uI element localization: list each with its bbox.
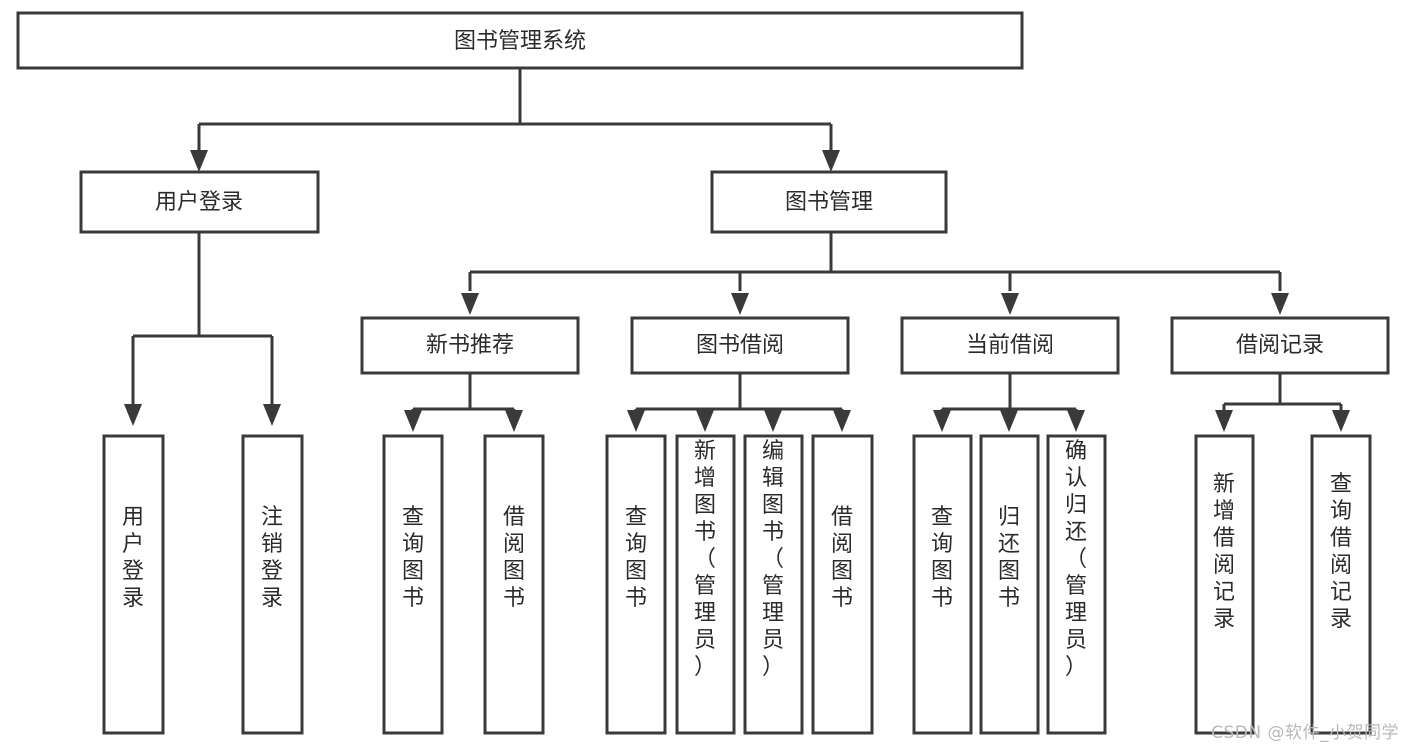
node-leaf-add-book-label: 新增图书（管理员） bbox=[694, 439, 716, 680]
node-book-manage-label: 图书管理 bbox=[785, 190, 873, 215]
node-leaf-borrow-book-1-label: 借阅图书 bbox=[503, 505, 525, 611]
node-borrow-record-label: 借阅记录 bbox=[1236, 333, 1324, 358]
node-leaf-edit-book[interactable]: 编辑图书（管理员） bbox=[743, 434, 804, 735]
edges-root-to-level2 bbox=[190, 68, 840, 172]
node-root[interactable]: 图书管理系统 bbox=[16, 11, 1024, 70]
node-root-label: 图书管理系统 bbox=[454, 29, 586, 54]
node-leaf-query-book-1-label: 查询图书 bbox=[402, 505, 424, 611]
node-leaf-add-book[interactable]: 新增图书（管理员） bbox=[675, 434, 736, 735]
node-leaf-edit-book-label: 编辑图书（管理员） bbox=[762, 439, 784, 680]
node-leaf-query-book-3-label: 查询图书 bbox=[931, 505, 953, 611]
edges-newbook-to-leaves bbox=[404, 373, 523, 432]
node-leaf-query-book-2-label: 查询图书 bbox=[625, 505, 647, 611]
node-leaf-add-record-label: 新增借阅记录 bbox=[1213, 472, 1235, 632]
node-borrow-record[interactable]: 借阅记录 bbox=[1170, 316, 1390, 375]
node-leaf-borrow-book-2[interactable]: 借阅图书 bbox=[811, 434, 874, 735]
node-leaf-user-login-label: 用户登录 bbox=[122, 505, 144, 611]
edges-borrowrecord-to-leaves bbox=[1215, 373, 1350, 432]
node-leaf-query-book-2[interactable]: 查询图书 bbox=[605, 434, 667, 735]
node-leaf-confirm-return[interactable]: 确认归还（管理员） bbox=[1046, 434, 1107, 735]
node-leaf-borrow-book-2-label: 借阅图书 bbox=[831, 505, 853, 611]
node-leaf-confirm-return-label: 确认归还（管理员） bbox=[1065, 439, 1087, 680]
node-new-book-recommend[interactable]: 新书推荐 bbox=[360, 316, 580, 375]
node-user-login[interactable]: 用户登录 bbox=[79, 170, 320, 234]
edges-bookmanage-to-level3 bbox=[461, 232, 1289, 315]
node-leaf-user-login[interactable]: 用户登录 bbox=[102, 434, 165, 735]
edges-userlogin-to-leaves bbox=[124, 232, 281, 426]
node-leaf-query-book-1[interactable]: 查询图书 bbox=[382, 434, 444, 735]
node-book-borrow-label: 图书借阅 bbox=[696, 333, 784, 358]
node-current-borrow-label: 当前借阅 bbox=[966, 333, 1054, 358]
node-current-borrow[interactable]: 当前借阅 bbox=[900, 316, 1120, 375]
node-leaf-add-record[interactable]: 新增借阅记录 bbox=[1194, 434, 1255, 735]
node-user-login-label: 用户登录 bbox=[155, 190, 243, 215]
edges-bookborrow-to-leaves bbox=[627, 373, 851, 432]
node-leaf-query-record-label: 查询借阅记录 bbox=[1330, 472, 1352, 632]
node-leaf-logout-login[interactable]: 注销登录 bbox=[241, 434, 304, 735]
node-leaf-query-book-3[interactable]: 查询图书 bbox=[912, 434, 973, 735]
node-leaf-borrow-book-1[interactable]: 借阅图书 bbox=[483, 434, 545, 735]
node-book-manage[interactable]: 图书管理 bbox=[710, 170, 948, 234]
node-new-book-recommend-label: 新书推荐 bbox=[426, 333, 514, 358]
node-leaf-return-book[interactable]: 归还图书 bbox=[979, 434, 1040, 735]
node-book-borrow[interactable]: 图书借阅 bbox=[630, 316, 850, 375]
node-leaf-query-record[interactable]: 查询借阅记录 bbox=[1310, 434, 1372, 735]
node-leaf-return-book-label: 归还图书 bbox=[998, 505, 1020, 611]
edges-currentborrow-to-leaves bbox=[933, 373, 1085, 432]
node-leaf-logout-login-label: 注销登录 bbox=[261, 505, 283, 611]
